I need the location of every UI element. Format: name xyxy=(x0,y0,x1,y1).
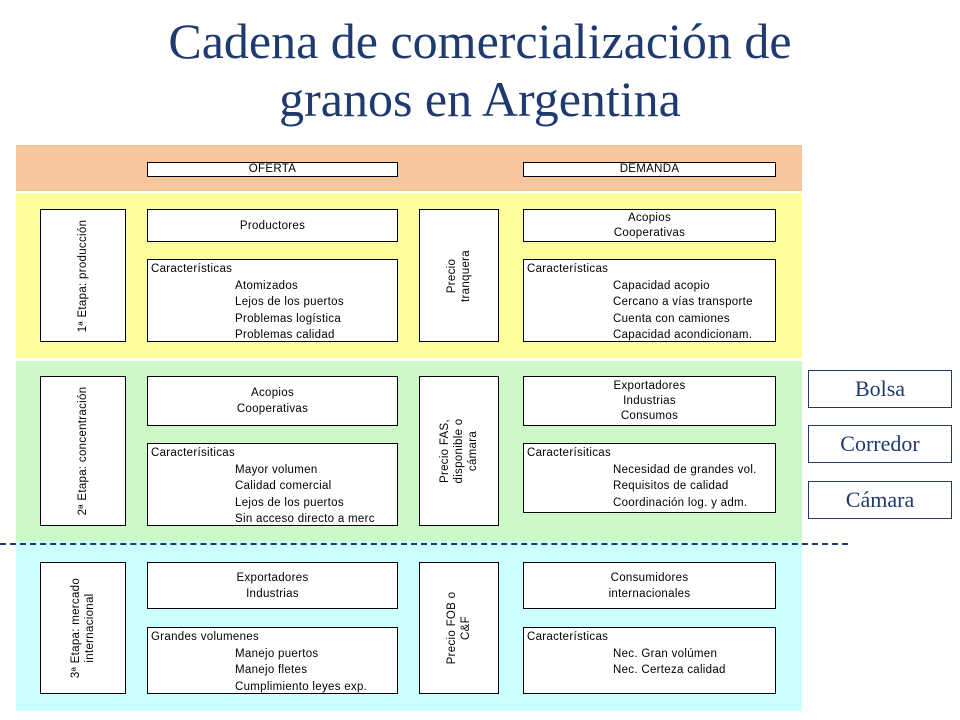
demanda-title-line: internacionales xyxy=(608,587,691,600)
characteristic-item: Lejos de los puertos xyxy=(235,496,344,509)
demanda-title-line: Consumidores xyxy=(610,571,689,584)
price-line: C&F xyxy=(460,616,472,640)
characteristic-item: Coordinación log. y adm. xyxy=(613,496,748,509)
price-line: Precio FAS, xyxy=(439,418,451,484)
characteristic-item: Necesidad de grandes vol. xyxy=(613,463,757,476)
stage-1-oferta-title-line: Productores xyxy=(239,219,306,232)
stage-2-label-box: 2ª Etapa: concentración xyxy=(40,376,126,526)
characteristic-item: Nec. Certeza calidad xyxy=(613,664,726,676)
stage-2-label: 2ª Etapa: concentración xyxy=(77,386,89,516)
demanda-title-line: Consumos xyxy=(620,409,679,422)
stage-3-demanda-characteristics: Características Nec. Gran volúmen Nec. C… xyxy=(523,627,776,694)
price-line: Precio FOB o xyxy=(446,591,458,665)
stage-3-label-line: internacional xyxy=(84,593,96,663)
characteristic-item: Mayor volumen xyxy=(235,463,318,476)
title-line-2: granos en Argentina xyxy=(279,71,681,127)
stage-2-demanda-characteristics: Caracterísiticas Necesidad de grandes vo… xyxy=(523,443,776,513)
stage-2-demanda-title: Exportadores Industrias Consumos xyxy=(523,376,776,426)
characteristic-item: Requisitos de calidad xyxy=(613,480,729,492)
oferta-title-line: Acopios xyxy=(250,387,294,399)
characteristic-item: Sin acceso directo a merc xyxy=(235,513,375,525)
stage-1-demanda-characteristics: Características Capacidad acopio Cercano… xyxy=(523,259,776,342)
characteristic-item: Nec. Gran volúmen xyxy=(613,647,718,660)
camara-box: Cámara xyxy=(808,481,952,519)
characteristic-item: Capacidad acondicionam. xyxy=(613,329,753,341)
bolsa-box: Bolsa xyxy=(808,370,952,408)
dashed-divider xyxy=(0,543,848,545)
price-line: Precio xyxy=(446,258,458,293)
price-line: cámara xyxy=(467,430,479,472)
characteristics-header: Características xyxy=(151,263,233,275)
characteristic-item: Problemas calidad xyxy=(235,329,335,341)
price-line: tranquera xyxy=(460,249,472,302)
oferta-title-line: Cooperativas xyxy=(236,403,309,415)
stage-3-price-box: Precio FOB o C&F xyxy=(419,562,499,694)
characteristic-item: Cuenta con camiones xyxy=(613,312,730,325)
title-line-1: Cadena de comercialización de xyxy=(168,13,792,69)
price-line: disponible o xyxy=(453,418,465,484)
corredor-box: Corredor xyxy=(808,425,952,463)
page-title: Cadena de comercialización de granos en … xyxy=(0,12,960,128)
demanda-title-line: Acopios xyxy=(627,211,671,224)
oferta-header: OFERTA xyxy=(147,162,398,177)
characteristic-item: Manejo fletes xyxy=(235,664,308,676)
oferta-title-line: Exportadores xyxy=(236,571,309,584)
stage-1-oferta-characteristics: Características Atomizados Lejos de los … xyxy=(147,259,398,342)
characteristics-header: Características xyxy=(527,631,609,643)
stage-3-label-box: 3ª Etapa: mercado internacional xyxy=(40,562,126,694)
characteristic-item: Atomizados xyxy=(235,279,299,292)
characteristic-item: Capacidad acopio xyxy=(613,279,710,292)
stage-1-label-box: 1ª Etapa: producción xyxy=(40,209,126,342)
characteristic-item: Problemas logística xyxy=(235,312,342,325)
characteristic-item: Cumplimiento leyes exp. xyxy=(235,680,368,693)
characteristic-item: Lejos de los puertos xyxy=(235,296,344,308)
demanda-title-line: Cooperativas xyxy=(613,226,686,239)
demanda-title-line: Industrias xyxy=(623,394,676,407)
stage-3-oferta-characteristics: Grandes volumenes Manejo puertos Manejo … xyxy=(147,627,398,694)
characteristics-header: Grandes volumenes xyxy=(151,631,260,643)
oferta-title-line: Industrias xyxy=(246,587,299,600)
characteristic-item: Manejo puertos xyxy=(235,647,319,660)
stage-1-label: 1ª Etapa: producción xyxy=(77,219,89,332)
stage-1-price-box: Precio tranquera xyxy=(419,209,499,342)
demanda-header: DEMANDA xyxy=(523,162,776,177)
characteristics-header: Caracterísiticas xyxy=(151,447,236,459)
stage-2-price-box: Precio FAS, disponible o cámara xyxy=(419,376,499,526)
stage-3-demanda-title: Consumidores internacionales xyxy=(523,562,776,609)
demanda-title-line: Exportadores xyxy=(613,379,686,392)
stage-2-oferta-characteristics: Caracterísiticas Mayor volumen Calidad c… xyxy=(147,443,398,526)
stage-1-demanda-title: Acopios Cooperativas xyxy=(523,209,776,242)
stage-1-oferta-title: Productores xyxy=(147,209,398,242)
characteristic-item: Calidad comercial xyxy=(235,480,332,492)
characteristic-item: Cercano a vías transporte xyxy=(613,296,753,308)
stage-3-oferta-title: Exportadores Industrias xyxy=(147,562,398,609)
stage-2-oferta-title: Acopios Cooperativas xyxy=(147,376,398,426)
characteristics-header: Características xyxy=(527,263,609,275)
stage-3-label-line: 3ª Etapa: mercado xyxy=(70,577,82,679)
characteristics-header: Caracterísiticas xyxy=(527,447,612,459)
